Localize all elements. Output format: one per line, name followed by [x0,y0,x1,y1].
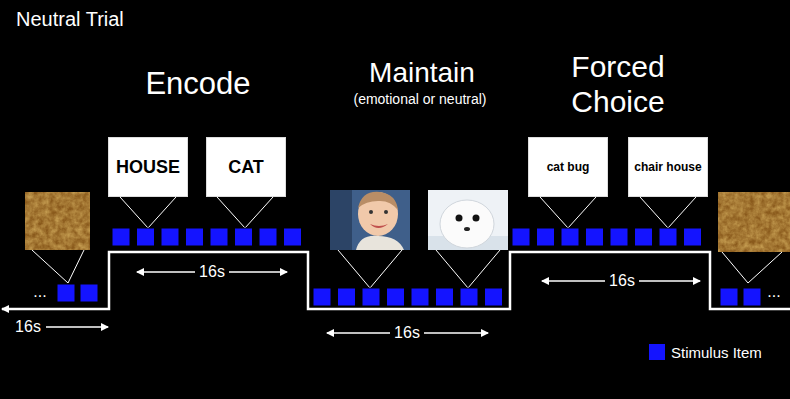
timeline-line [2,252,790,309]
stimulus-word-box: cat bug [528,137,608,197]
texture-image [25,192,90,250]
baby-photo [330,190,410,250]
duration-label: 16s [605,272,639,290]
duration-arrow [46,272,700,333]
duration-label: 16s [15,318,41,336]
duration-label: 16s [390,324,424,342]
word-text: CAT [228,157,264,178]
legend-text: Stimulus Item [671,344,762,361]
texture-image [718,192,790,252]
seal-photo [428,190,508,250]
diagram-title: Neutral Trial [16,8,124,31]
phase-subtitle: (emotional or neutral) [353,91,486,107]
stimulus-squares [57,228,761,306]
legend-swatch [648,343,666,361]
word-text: chair house [634,160,701,174]
phase-title: Forced Choice [553,50,683,119]
stimulus-word-box: HOUSE [108,137,188,197]
phase-title: Encode [145,66,250,102]
callout-pointer [32,197,782,288]
continuation-mark: ... [33,283,46,301]
word-text: HOUSE [116,157,180,178]
stimulus-word-box: chair house [628,137,708,197]
stimulus-word-box: CAT [206,137,286,197]
continuation-mark: ... [767,283,780,301]
phase-title: Maintain [369,57,475,89]
duration-label: 16s [195,263,229,281]
word-text: cat bug [547,160,590,174]
